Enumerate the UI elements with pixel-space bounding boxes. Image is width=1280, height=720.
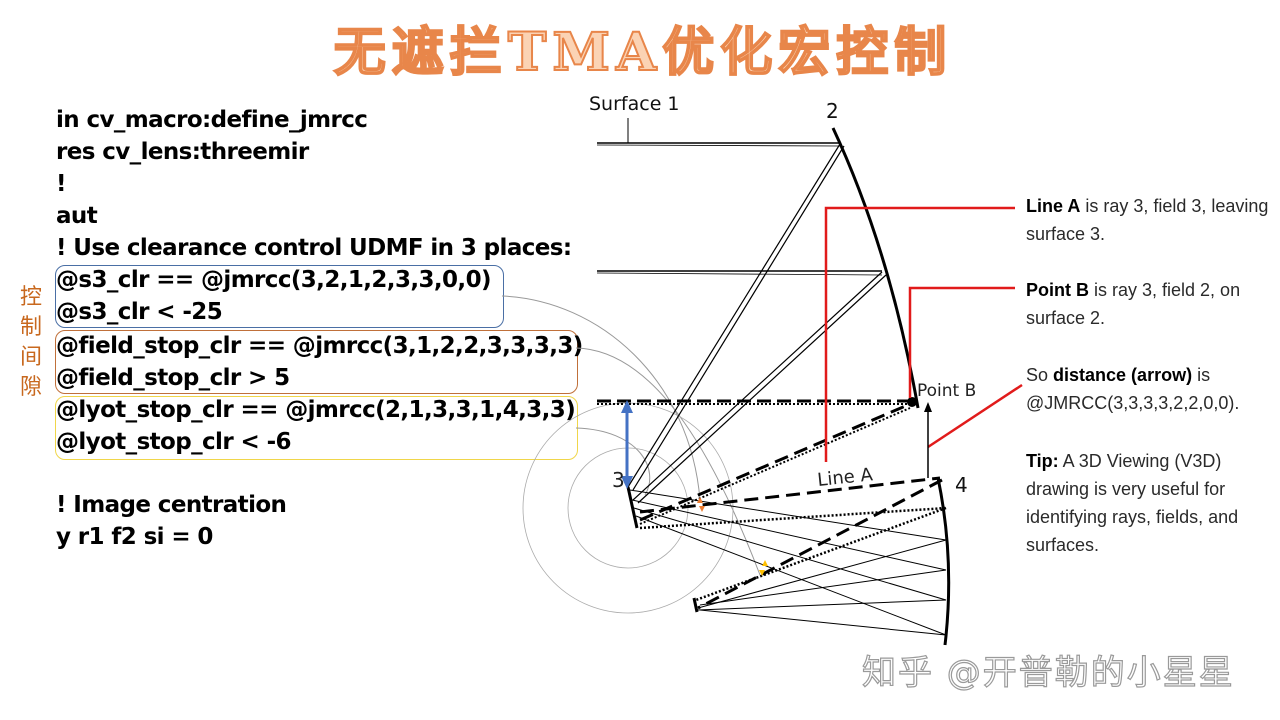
note-line-a-text: is ray 3, field 3, leaving surface 3.: [1026, 196, 1269, 244]
s3-clr-definition: @s3_clr == @jmrcc(3,2,1,2,3,3,0,0): [56, 267, 491, 293]
note-distance-term: distance (arrow): [1053, 365, 1193, 385]
line-a-label: Line A: [816, 464, 874, 491]
code-comment-udmf: ! Use clearance control UDMF in 3 places…: [56, 235, 572, 261]
note-line-a: Line A is ray 3, field 3, leaving surfac…: [1026, 192, 1276, 248]
point-b-label: Point B: [917, 381, 976, 401]
code-comment-centration: ! Image centration: [56, 492, 287, 518]
code-line-2: res cv_lens:threemir: [56, 139, 309, 165]
code-centration-operand: y r1 f2 si = 0: [56, 524, 213, 550]
surface-3-label: 3: [612, 468, 625, 492]
note-distance: So distance (arrow) is @JMRCC(3,3,3,3,2,…: [1026, 361, 1276, 417]
note-point-b: Point B is ray 3, field 2, on surface 2.: [1026, 276, 1276, 332]
field-stop-clr-definition: @field_stop_clr == @jmrcc(3,1,2,2,3,3,3,…: [56, 333, 583, 359]
clearance-control-label: 控制间隙: [19, 285, 42, 400]
field-stop-clr-target: @field_stop_clr > 5: [56, 365, 290, 391]
lyot-stop-clr-target: @lyot_stop_clr < -6: [56, 429, 292, 455]
note-tip-term: Tip:: [1026, 451, 1059, 471]
field-stop-constraint-box: [55, 330, 578, 394]
note-point-b-term: Point B: [1026, 280, 1089, 300]
code-line-1: in cv_macro:define_jmrcc: [56, 107, 368, 133]
note-distance-prefix: So: [1026, 365, 1054, 385]
note-tip: Tip: A 3D Viewing (V3D) drawing is very …: [1026, 447, 1276, 559]
note-distance-text: is @JMRCC(3,3,3,3,2,2,0,0).: [1026, 365, 1240, 413]
note-line-a-term: Line A: [1026, 196, 1081, 216]
surface-2-label: 2: [826, 99, 839, 123]
surface-4-label: 4: [955, 473, 968, 497]
surface-1-label: Surface 1: [589, 93, 680, 115]
s3-clr-target: @s3_clr < -25: [56, 299, 223, 325]
note-tip-text: A 3D Viewing (V3D) drawing is very usefu…: [1026, 451, 1239, 555]
note-point-b-text: is ray 3, field 2, on surface 2.: [1026, 280, 1241, 328]
code-line-3: !: [56, 171, 66, 197]
code-line-4: aut: [56, 203, 98, 229]
watermark: 知乎 @开普勒的小星星: [861, 652, 1235, 693]
slide-title: 无遮拦TMA优化宏控制: [333, 21, 953, 84]
lyot-stop-clr-definition: @lyot_stop_clr == @jmrcc(2,1,3,3,1,4,3,3…: [56, 397, 576, 423]
